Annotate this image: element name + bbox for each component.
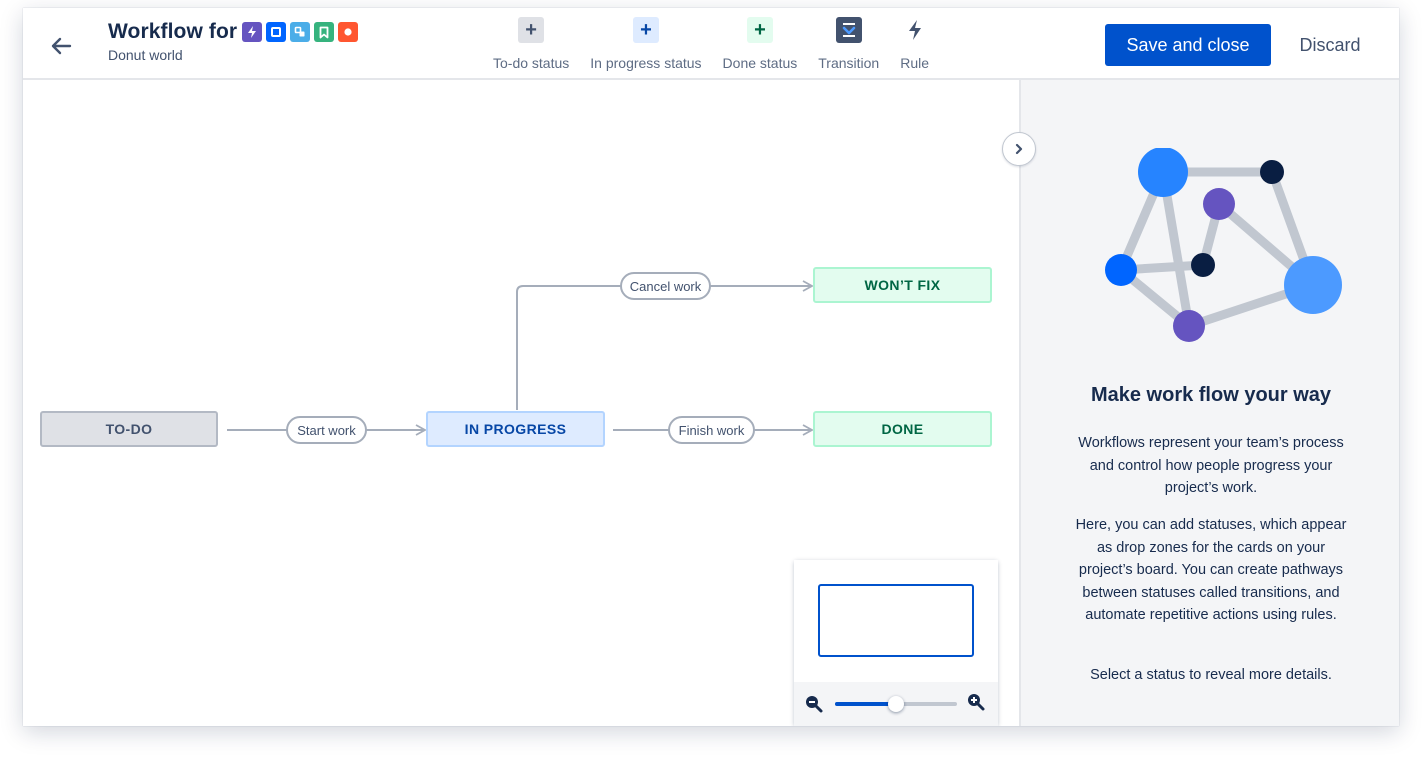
bug-icon bbox=[338, 22, 359, 42]
panel-paragraph-2: Here, you can add statuses, which appear… bbox=[1075, 517, 1347, 623]
plus-icon: + bbox=[632, 17, 659, 43]
project-name: Donut world bbox=[108, 47, 183, 63]
header: Workflow for bbox=[23, 8, 1399, 80]
tool-label: Done status bbox=[722, 55, 798, 71]
lightning-icon bbox=[902, 17, 928, 43]
workflow-canvas[interactable]: TO-DO IN PROGRESS WON’T FIX DONE Start w… bbox=[23, 80, 1019, 726]
minimap-area[interactable] bbox=[794, 560, 998, 682]
status-todo[interactable]: TO-DO bbox=[40, 411, 218, 447]
plus-icon: + bbox=[518, 17, 545, 43]
back-button[interactable] bbox=[45, 30, 77, 62]
add-rule-button[interactable]: Rule bbox=[900, 17, 929, 71]
subtask-icon bbox=[290, 22, 311, 42]
panel-paragraph-1: Workflows represent your team’s process … bbox=[1078, 435, 1344, 496]
add-done-status-button[interactable]: + Done status bbox=[722, 17, 798, 71]
tool-label: Transition bbox=[818, 55, 880, 71]
info-panel: Make work flow your way Workflows repres… bbox=[1019, 80, 1399, 726]
discard-button[interactable]: Discard bbox=[1299, 34, 1361, 55]
zoom-slider-fill bbox=[835, 702, 896, 706]
status-in-progress[interactable]: IN PROGRESS bbox=[426, 411, 605, 447]
chevron-right-icon bbox=[1015, 143, 1023, 155]
task-icon bbox=[266, 22, 287, 42]
story-icon bbox=[314, 22, 335, 42]
toolbar: + To-do status + In progress status + Do… bbox=[493, 17, 950, 71]
save-and-close-button[interactable]: Save and close bbox=[1105, 24, 1271, 66]
collapse-panel-button[interactable] bbox=[1002, 132, 1036, 166]
panel-heading: Make work flow your way bbox=[1090, 384, 1332, 406]
page-title: Workflow for bbox=[108, 20, 238, 43]
minimap-viewport[interactable] bbox=[818, 584, 974, 657]
transition-finish-work[interactable]: Finish work bbox=[668, 416, 755, 444]
transition-icon bbox=[835, 17, 862, 43]
panel-paragraph-3: Select a status to reveal more details. bbox=[1090, 667, 1332, 683]
transition-start-work[interactable]: Start work bbox=[286, 416, 367, 444]
issue-type-icons bbox=[242, 22, 359, 42]
plus-icon: + bbox=[746, 17, 773, 43]
status-done[interactable]: DONE bbox=[813, 411, 992, 447]
add-todo-status-button[interactable]: + To-do status bbox=[493, 17, 569, 71]
zoom-slider-thumb[interactable] bbox=[888, 696, 904, 712]
zoom-in-icon[interactable] bbox=[966, 692, 986, 717]
epic-icon bbox=[242, 22, 263, 42]
network-illustration bbox=[1105, 148, 1342, 342]
cancel-work-line bbox=[516, 280, 814, 410]
status-wont-fix[interactable]: WON’T FIX bbox=[813, 267, 992, 303]
add-inprogress-status-button[interactable]: + In progress status bbox=[590, 17, 702, 71]
zoom-controls bbox=[794, 682, 998, 726]
add-transition-button[interactable]: Transition bbox=[818, 17, 879, 71]
transition-cancel-work[interactable]: Cancel work bbox=[620, 272, 711, 300]
zoom-slider[interactable] bbox=[835, 696, 957, 712]
tool-label: In progress status bbox=[590, 55, 702, 71]
minimap bbox=[794, 560, 998, 726]
title-block: Workflow for bbox=[108, 20, 359, 63]
arrow-left-icon bbox=[51, 37, 72, 55]
tool-label: To-do status bbox=[493, 55, 570, 71]
tool-label: Rule bbox=[900, 55, 930, 71]
zoom-out-icon[interactable] bbox=[804, 694, 824, 719]
workflow-editor-window: Workflow for bbox=[23, 8, 1399, 726]
